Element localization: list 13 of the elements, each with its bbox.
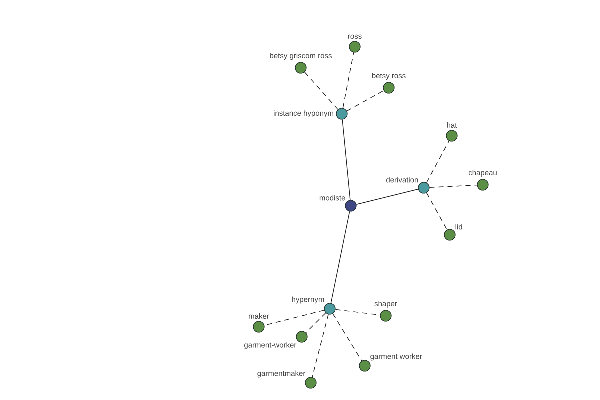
connector-line [330,211,350,304]
connector-line [306,312,326,334]
connector-line [342,52,354,109]
connector-line [312,314,329,378]
connector-line [356,189,419,205]
connector-line [264,310,325,326]
connector-line [426,192,448,230]
connector-line [429,184,478,188]
connector-line [346,90,384,112]
connector-line [332,314,362,362]
connector-line [342,119,351,201]
connector-line [426,140,450,184]
connector-line [304,72,338,110]
